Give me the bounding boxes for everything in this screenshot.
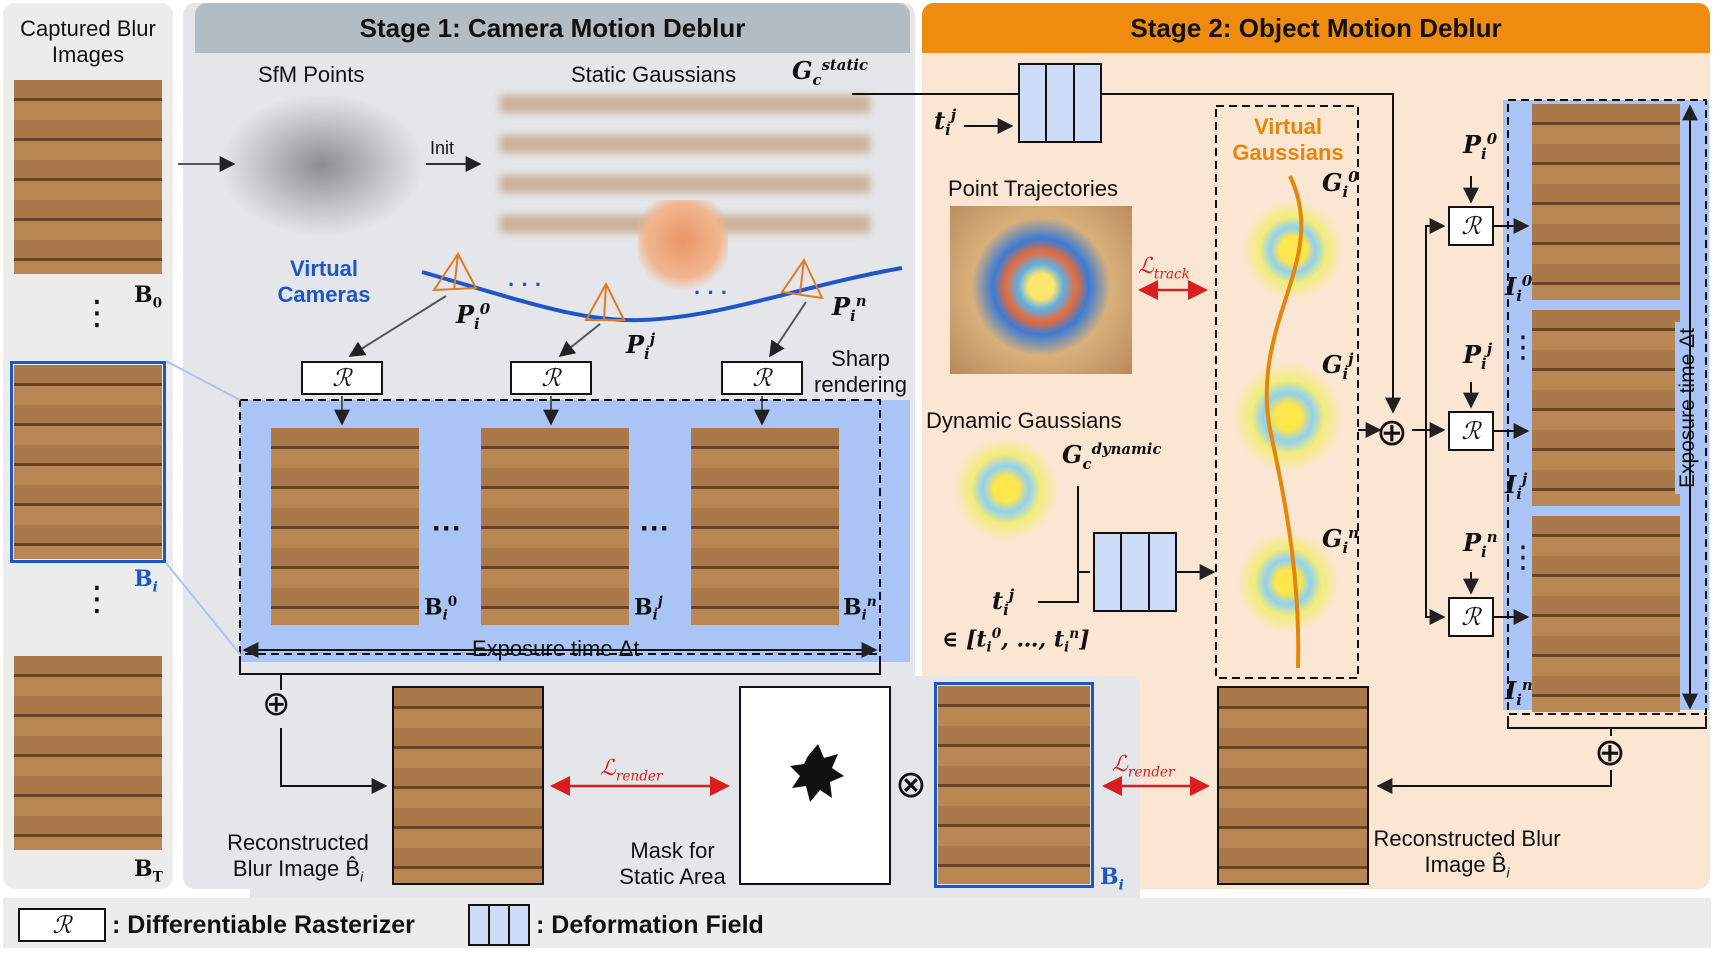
mask-shape: [790, 744, 844, 802]
pj-label: Pij: [1463, 340, 1493, 373]
virtual-gaussian-n: [1232, 532, 1344, 632]
render-b0-label: Bi0: [424, 594, 458, 624]
stage2-reconstructed-label: Reconstructed Blur Image B̂i: [1373, 826, 1561, 881]
in-label: Iin: [1505, 676, 1533, 709]
render-bn-label: Bin: [843, 594, 877, 624]
t-input-top: tij: [934, 106, 957, 139]
stage2-rasterizer-j: ℛ: [1448, 411, 1494, 451]
init-label: Init: [430, 138, 455, 158]
stage1-reconstructed-image: [392, 686, 544, 885]
stage2-render-ij: [1532, 310, 1680, 506]
static-gaussians-pot: [638, 200, 728, 290]
render-dots-1: ···: [432, 512, 462, 545]
camera-icon-n: [780, 258, 824, 300]
legend-rasterizer-icon: ℛ: [18, 908, 106, 942]
pn-label: Pin: [1463, 528, 1498, 561]
virtual-gaussian-j: [1228, 362, 1348, 472]
loss-track: ℒtrack: [1138, 254, 1190, 283]
virtual-gaussians-label: Virtual Gaussians: [1222, 114, 1354, 166]
virtual-gaussian-0: [1238, 200, 1348, 300]
stage2-rasterizer-0: ℛ: [1448, 206, 1494, 246]
blur-image-b0: [14, 80, 162, 274]
static-gaussians-label: Static Gaussians: [571, 62, 737, 87]
ij-label: Iij: [1505, 470, 1528, 503]
cam-pj: Pij: [626, 330, 656, 363]
virtual-cameras-label: Virtual Cameras: [277, 256, 371, 307]
point-trajectories-label: Point Trajectories: [948, 176, 1118, 201]
sharp-render-bj: [481, 428, 629, 625]
legend-bar: [3, 898, 1711, 948]
stage2-render-in: [1532, 516, 1680, 712]
render-dots-2: ···: [640, 512, 670, 545]
deformation-field-top: [1018, 63, 1102, 143]
rasterizer-box-2: ℛ: [510, 361, 592, 395]
g-static-symbol: Gcstatic: [792, 56, 869, 89]
stage2-reconstructed-image: [1217, 686, 1369, 885]
point-trajectories-image: [950, 206, 1132, 374]
target-bi-frame: [934, 682, 1094, 888]
blur-image-bi: [14, 365, 162, 559]
g-dynamic-label: Gcdynamic: [1062, 440, 1162, 473]
blur-image-bi-frame: [10, 361, 166, 563]
t-range-label: ∈ [ti0, …, tin]: [942, 626, 1090, 656]
label-b0: B0: [134, 282, 163, 312]
mask-label: Mask for Static Area: [619, 838, 726, 889]
vdots-1: ⋮: [80, 294, 114, 332]
stage1-sum-op: ⊕: [262, 685, 291, 723]
vdots-s2-1: ⋮: [1508, 331, 1538, 364]
target-bi-label: Bi: [1100, 864, 1124, 894]
stage2-render-i0: [1532, 104, 1680, 300]
i0-label: Ii0: [1505, 272, 1533, 305]
p0-label: Pi0: [1463, 130, 1498, 163]
stage1-reconstructed-label: Reconstructed Blur Image B̂i: [227, 830, 369, 885]
sharp-render-bn: [691, 428, 839, 625]
stage2-rasterizer-n: ℛ: [1448, 597, 1494, 637]
label-bt: BT: [134, 856, 163, 886]
stage2-title: Stage 2: Object Motion Deblur: [922, 3, 1710, 53]
cam-pn: Pin: [832, 292, 867, 325]
legend-deformation-text: : Deformation Field: [536, 911, 764, 939]
sfm-points-label: SfM Points: [258, 62, 365, 87]
sfm-points-cloud: [222, 95, 422, 235]
rasterizer-box-3: ℛ: [721, 361, 803, 395]
legend-deformation-icon: [468, 904, 530, 946]
sharp-render-b0: [271, 428, 419, 625]
stage1-title: Stage 1: Camera Motion Deblur: [195, 3, 910, 53]
dynamic-gaussians-label: Dynamic Gaussians: [926, 408, 1122, 433]
dynamic-gaussians-image: [950, 436, 1062, 542]
target-bi-image: [938, 686, 1090, 884]
cam-p0: Pi0: [456, 300, 491, 333]
blur-image-bt: [14, 656, 162, 850]
rasterizer-box-1: ℛ: [301, 361, 383, 395]
gaussian-trajectory: [1264, 175, 1304, 669]
vdots-2: ⋮: [80, 580, 114, 618]
camera-icon-0: [432, 252, 478, 292]
deformation-field-dynamic: [1093, 532, 1177, 612]
sharp-rendering-label: Sharp rendering: [814, 346, 907, 397]
captured-images-title: Captured Blur Images: [20, 16, 156, 67]
render-bj-label: Bij: [634, 594, 663, 624]
camera-icon-j: [584, 281, 626, 321]
label-bi: Bi: [134, 566, 158, 596]
mask-multiply-op: ⊗: [895, 764, 927, 806]
vdots-s2-2: ⋮: [1508, 541, 1538, 574]
t-dyn-label: tij: [992, 586, 1015, 619]
cam-dots-1: · · ·: [508, 272, 543, 297]
cam-dots-2: · · ·: [694, 280, 729, 305]
camera-trajectory: [421, 266, 903, 323]
legend-rasterizer-text: : Differentiable Rasterizer: [112, 911, 415, 939]
g0-label: Gi0: [1322, 168, 1359, 201]
stage2-sum-op: ⊕: [1594, 732, 1626, 774]
